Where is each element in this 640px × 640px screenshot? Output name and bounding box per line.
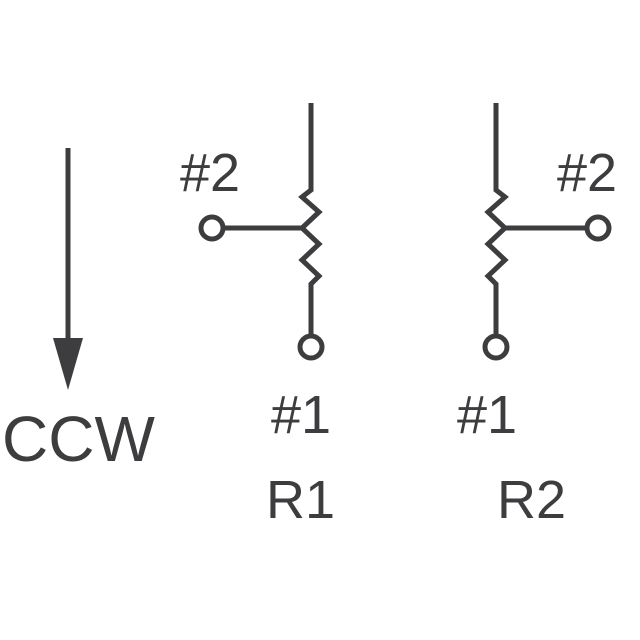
r2-terminal-2 bbox=[584, 214, 612, 242]
r1-terminal-1 bbox=[297, 333, 325, 361]
r2-wiper-label: #2 bbox=[557, 143, 617, 203]
r1-end-label: #1 bbox=[271, 385, 331, 445]
ccw-arrow-head-icon bbox=[53, 338, 83, 390]
r2-terminal-1 bbox=[482, 333, 510, 361]
r1-name-label: R1 bbox=[266, 470, 335, 530]
r2-end-label: #1 bbox=[457, 385, 517, 445]
resistor-r2 bbox=[482, 103, 612, 361]
r1-wiper-label: #2 bbox=[180, 143, 240, 203]
r1-resistor-zigzag bbox=[298, 103, 323, 336]
ccw-label: CCW bbox=[2, 403, 155, 475]
r2-name-label: R2 bbox=[497, 470, 566, 530]
resistor-r1 bbox=[198, 103, 325, 361]
r1-terminal-2 bbox=[198, 214, 226, 242]
r2-resistor-zigzag bbox=[484, 103, 509, 336]
